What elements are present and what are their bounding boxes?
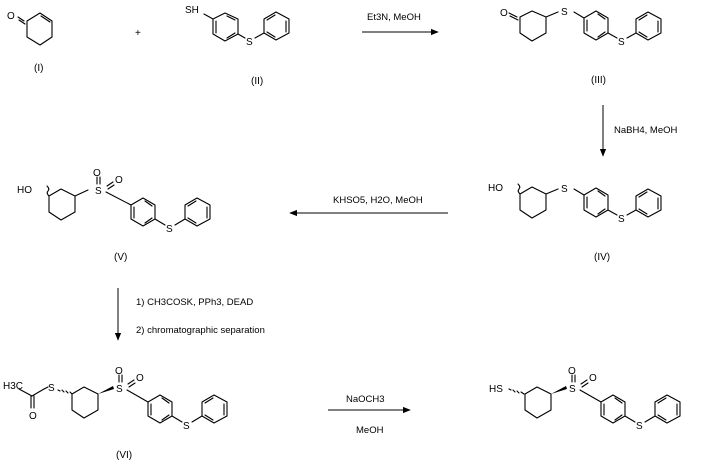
step1-reagents: Et3N, MeOH (367, 12, 421, 23)
step4-line2: 2) chromatographic separation (136, 325, 265, 336)
compound-II-sulfide: S (246, 37, 253, 48)
compound-III-sulfur-2: S (618, 37, 625, 48)
compound-VI-sulfonyl-sulfur: S (116, 384, 123, 395)
compound-VI-thioester-sulfur: S (48, 383, 55, 394)
compound-VI-sulfonyl-oxygen-2: O (136, 373, 144, 384)
compound-V-sulfonyl-oxygen-1: O (93, 168, 101, 179)
step3-reagents: KHSO5, H2O, MeOH (333, 195, 423, 206)
compound-IV-label: (IV) (594, 252, 610, 263)
compound-IV-sulfur-2: S (618, 214, 625, 225)
product-thiol: HS (489, 384, 503, 395)
compound-V-sulfonyl-oxygen-2: O (115, 175, 123, 186)
compound-I-label: (I) (34, 63, 43, 74)
compound-V-sulfide: S (166, 224, 173, 235)
compound-I-structure: O (7, 11, 53, 46)
product-sulfide: S (636, 421, 643, 432)
product-sulfonyl-oxygen-2: O (589, 373, 597, 384)
step5-reagent-below: MeOH (356, 425, 384, 436)
compound-II-thiol: SH (185, 5, 199, 16)
step2-reagents: NaBH4, MeOH (614, 125, 677, 136)
compound-IV-structure: HO S S (488, 183, 662, 225)
compound-III-sulfur-1: S (561, 7, 568, 18)
compound-IV-sulfur-1: S (561, 184, 568, 195)
compound-V-structure: HO S O O S (17, 168, 211, 235)
compound-V-hydroxyl: HO (17, 185, 32, 196)
compound-V-sulfonyl-sulfur: S (95, 186, 102, 197)
compound-III-structure: O S S (500, 7, 662, 48)
compound-VI-label: (VI) (116, 450, 132, 461)
compound-II-structure: SH S (185, 5, 290, 48)
step4-line1: 1) CH3COSK, PPh3, DEAD (136, 297, 253, 308)
compound-III-oxygen: O (500, 8, 508, 19)
product-sulfonyl-sulfur: S (569, 384, 576, 395)
compound-IV-hydroxyl: HO (488, 183, 503, 194)
compound-III-label: (III) (591, 75, 606, 86)
product-sulfonyl-oxygen-1: O (568, 366, 576, 377)
compound-VI-sulfonyl-oxygen-1: O (115, 366, 123, 377)
compound-VI-sulfide: S (183, 421, 190, 432)
compound-V-label: (V) (114, 252, 127, 263)
compound-VI-carbonyl-oxygen: O (29, 411, 37, 422)
compound-I-oxygen: O (7, 11, 15, 22)
compound-II-label: (II) (251, 76, 263, 87)
compound-VI-methyl: H3C (3, 381, 23, 392)
plus-sign: + (135, 28, 141, 39)
compound-VI-structure: H3C S O S O O S (3, 366, 228, 432)
product-structure: HS S O O S (489, 366, 681, 432)
step5-reagent-above: NaOCH3 (346, 394, 385, 405)
